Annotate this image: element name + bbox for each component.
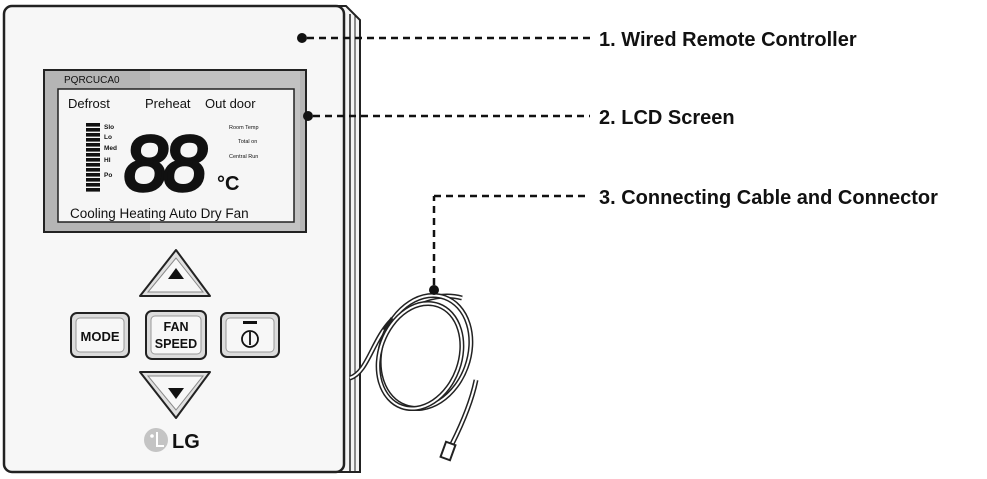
lg-logo-text: LG <box>172 431 200 453</box>
fan-level-segment <box>86 143 100 147</box>
mode-button-label: MODE <box>81 329 120 344</box>
lg-logo: LG <box>144 428 200 453</box>
fan-level-segment <box>86 168 100 172</box>
up-button[interactable] <box>139 249 211 297</box>
fan-level-bars <box>86 123 100 192</box>
fan-level-segment <box>86 183 100 187</box>
down-arrow-icon <box>168 388 184 399</box>
fan-level-segment <box>86 133 100 137</box>
fan-level-segment <box>86 128 100 132</box>
fan-level-lo: Lo <box>104 134 112 141</box>
lcd-mode-outdoor: Out door <box>205 96 256 111</box>
indicator-room-temp: Room Temp <box>229 125 259 131</box>
fan-level-segment <box>86 178 100 182</box>
fan-level-hi: HI <box>104 157 111 164</box>
callout-3: 3. Connecting Cable and Connector <box>429 187 938 295</box>
fan-level-po: Po <box>104 172 112 179</box>
fan-level-segment <box>86 123 100 127</box>
lcd-mode-preheat: Preheat <box>145 96 191 111</box>
callout-1: 1. Wired Remote Controller <box>297 29 857 51</box>
lcd-mode-defrost: Defrost <box>68 96 110 111</box>
power-icon <box>241 321 259 348</box>
fan-level-segment <box>86 163 100 167</box>
fan-level-segment <box>86 173 100 177</box>
lcd-temperature-digits: 88 <box>124 119 206 207</box>
fan-level-segment <box>86 188 100 192</box>
fan-level-segment <box>86 148 100 152</box>
mode-button[interactable]: MODE <box>70 312 130 358</box>
fan-level-segment <box>86 158 100 162</box>
power-button[interactable] <box>220 312 280 358</box>
fan-level-slo: Slo <box>104 124 114 131</box>
lcd-screen: PQRCUCA0 Defrost Preheat Out door Slo Lo… <box>43 69 307 233</box>
up-arrow-icon <box>168 268 184 279</box>
fan-speed-button[interactable]: FAN SPEED <box>145 310 207 360</box>
fan-button-label-line2: SPEED <box>155 337 197 351</box>
connecting-cable <box>348 292 479 446</box>
callout-2-label: 2. LCD Screen <box>599 107 735 129</box>
cable-connector <box>439 440 457 462</box>
down-button[interactable] <box>139 371 211 419</box>
indicator-total-on: Total on <box>238 139 257 145</box>
fan-level-segment <box>86 153 100 157</box>
lcd-bottom-modes: Cooling Heating Auto Dry Fan <box>70 206 249 221</box>
callout-1-label: 1. Wired Remote Controller <box>599 29 857 51</box>
callout-2: 2. LCD Screen <box>303 107 735 129</box>
lcd-unit: °C <box>217 173 239 195</box>
fan-level-med: Med <box>104 145 117 152</box>
indicator-central-run: Central Run <box>229 154 258 160</box>
callout-3-label: 3. Connecting Cable and Connector <box>599 187 938 209</box>
fan-level-segment <box>86 138 100 142</box>
lcd-model-label: PQRCUCA0 <box>64 75 120 86</box>
fan-button-label-line1: FAN <box>164 320 189 334</box>
